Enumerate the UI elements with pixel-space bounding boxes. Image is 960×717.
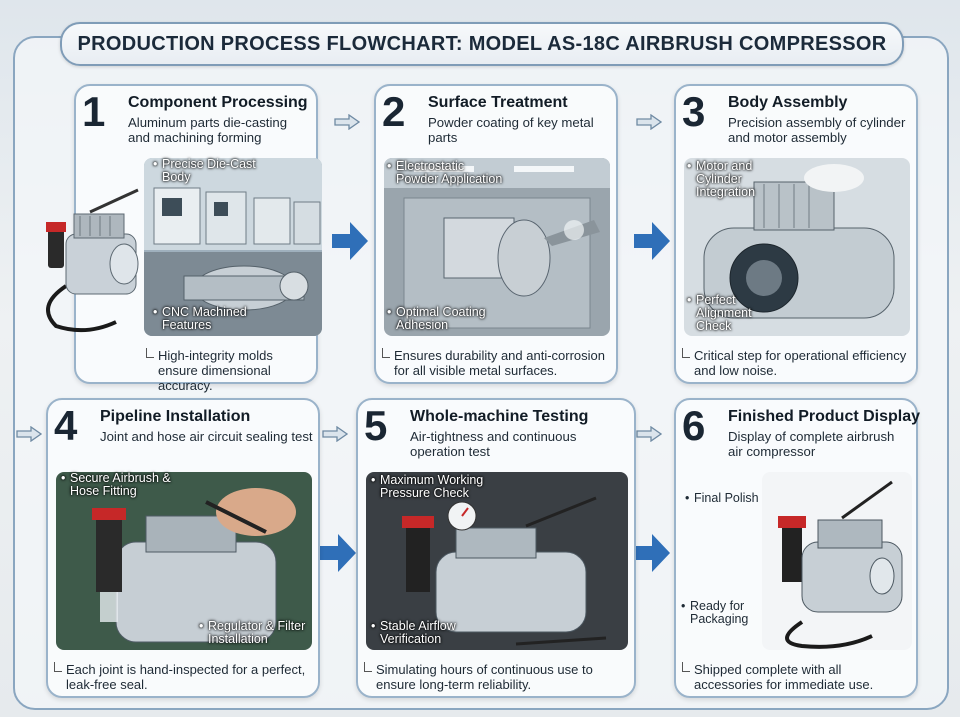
- flow-arrow-icon: [16, 426, 42, 442]
- flow-arrow-large-icon: [332, 222, 368, 260]
- callout-label: Motor and Cylinder Integration: [687, 160, 786, 199]
- step-title: Surface Treatment: [428, 94, 568, 111]
- step-title: Whole-machine Testing: [410, 408, 589, 425]
- step-card-6: 6 Finished Product Display Display of co…: [674, 398, 921, 698]
- flow-arrow-large-icon: [634, 222, 670, 260]
- step-number: 6: [682, 402, 706, 449]
- step-title: Finished Product Display: [728, 408, 921, 425]
- step-caption: Simulating hours of continuous use to en…: [364, 662, 630, 692]
- step-caption: Ensures durability and anti-corrosion fo…: [382, 348, 612, 378]
- callout-label: Secure Airbrush & Hose Fitting: [61, 472, 190, 498]
- step-card-2: 2 Surface Treatment Powder coating of ke…: [374, 84, 618, 384]
- compressor-illustration: [46, 188, 139, 333]
- flow-arrow-icon: [334, 114, 360, 130]
- flow-arrow-icon: [636, 114, 662, 130]
- step-subtitle: Powder coating of key metal parts: [428, 115, 594, 145]
- callout-label: Precise Die-Cast Body: [153, 158, 262, 184]
- step-number: 3: [682, 88, 706, 135]
- step-number: 2: [382, 88, 406, 135]
- step-subtitle: Air-tightness and continuous operation t…: [410, 429, 577, 459]
- step-subtitle: Precision assembly of cylinder and motor…: [728, 115, 906, 145]
- step-title: Pipeline Installation: [100, 408, 251, 425]
- step-caption: Critical step for operational efficiency…: [682, 348, 912, 378]
- flow-arrow-large-icon: [320, 534, 356, 572]
- step-caption: Shipped complete with all accessories fo…: [682, 662, 912, 692]
- callout-label: Perfect Alignment Check: [687, 294, 786, 333]
- callout-label: Stable Airflow Verification: [371, 620, 490, 646]
- step-title: Component Processing: [128, 94, 308, 111]
- step-number: 5: [364, 402, 388, 449]
- callout-label: Optimal Coating Adhesion: [387, 306, 516, 332]
- step-card-5: 5 Whole-machine Testing Air-tightness an…: [356, 398, 636, 698]
- flow-arrow-icon: [636, 426, 662, 442]
- title-banner: PRODUCTION PROCESS FLOWCHART: MODEL AS-1…: [60, 22, 904, 66]
- factory-photo: [144, 158, 322, 336]
- step-number: 4: [54, 402, 78, 449]
- product-photo: [762, 472, 912, 650]
- step-card-4: 4 Pipeline Installation Joint and hose a…: [46, 398, 320, 698]
- step-subtitle: Aluminum parts die-casting and machining…: [128, 115, 288, 145]
- flow-arrow-large-icon: [634, 534, 670, 572]
- flow-arrow-icon: [322, 426, 348, 442]
- callout-label: Regulator & Filter Installation: [199, 620, 318, 646]
- step-caption: High-integrity molds ensure dimensional …: [146, 348, 312, 393]
- step-subtitle: Display of complete airbrush air compres…: [728, 429, 895, 459]
- callout-label: Maximum Working Pressure Check: [371, 474, 510, 500]
- callout-label: Electrostatic Powder Application: [387, 160, 506, 186]
- step-card-1: 1 Component Processing Aluminum parts di…: [74, 84, 322, 393]
- callout-label: CNC Machined Features: [153, 306, 272, 332]
- step-card-3: 3 Body Assembly Precision assembly of cy…: [674, 84, 918, 384]
- step-subtitle: Joint and hose air circuit sealing test: [100, 429, 313, 444]
- step-number: 1: [82, 88, 106, 135]
- step-title: Body Assembly: [728, 94, 848, 111]
- callout-label: Ready for Packaging: [681, 600, 766, 626]
- page-title: PRODUCTION PROCESS FLOWCHART: MODEL AS-1…: [77, 32, 887, 55]
- step-caption: Each joint is hand-inspected for a perfe…: [54, 662, 314, 692]
- callout-label: Final Polish: [685, 492, 774, 506]
